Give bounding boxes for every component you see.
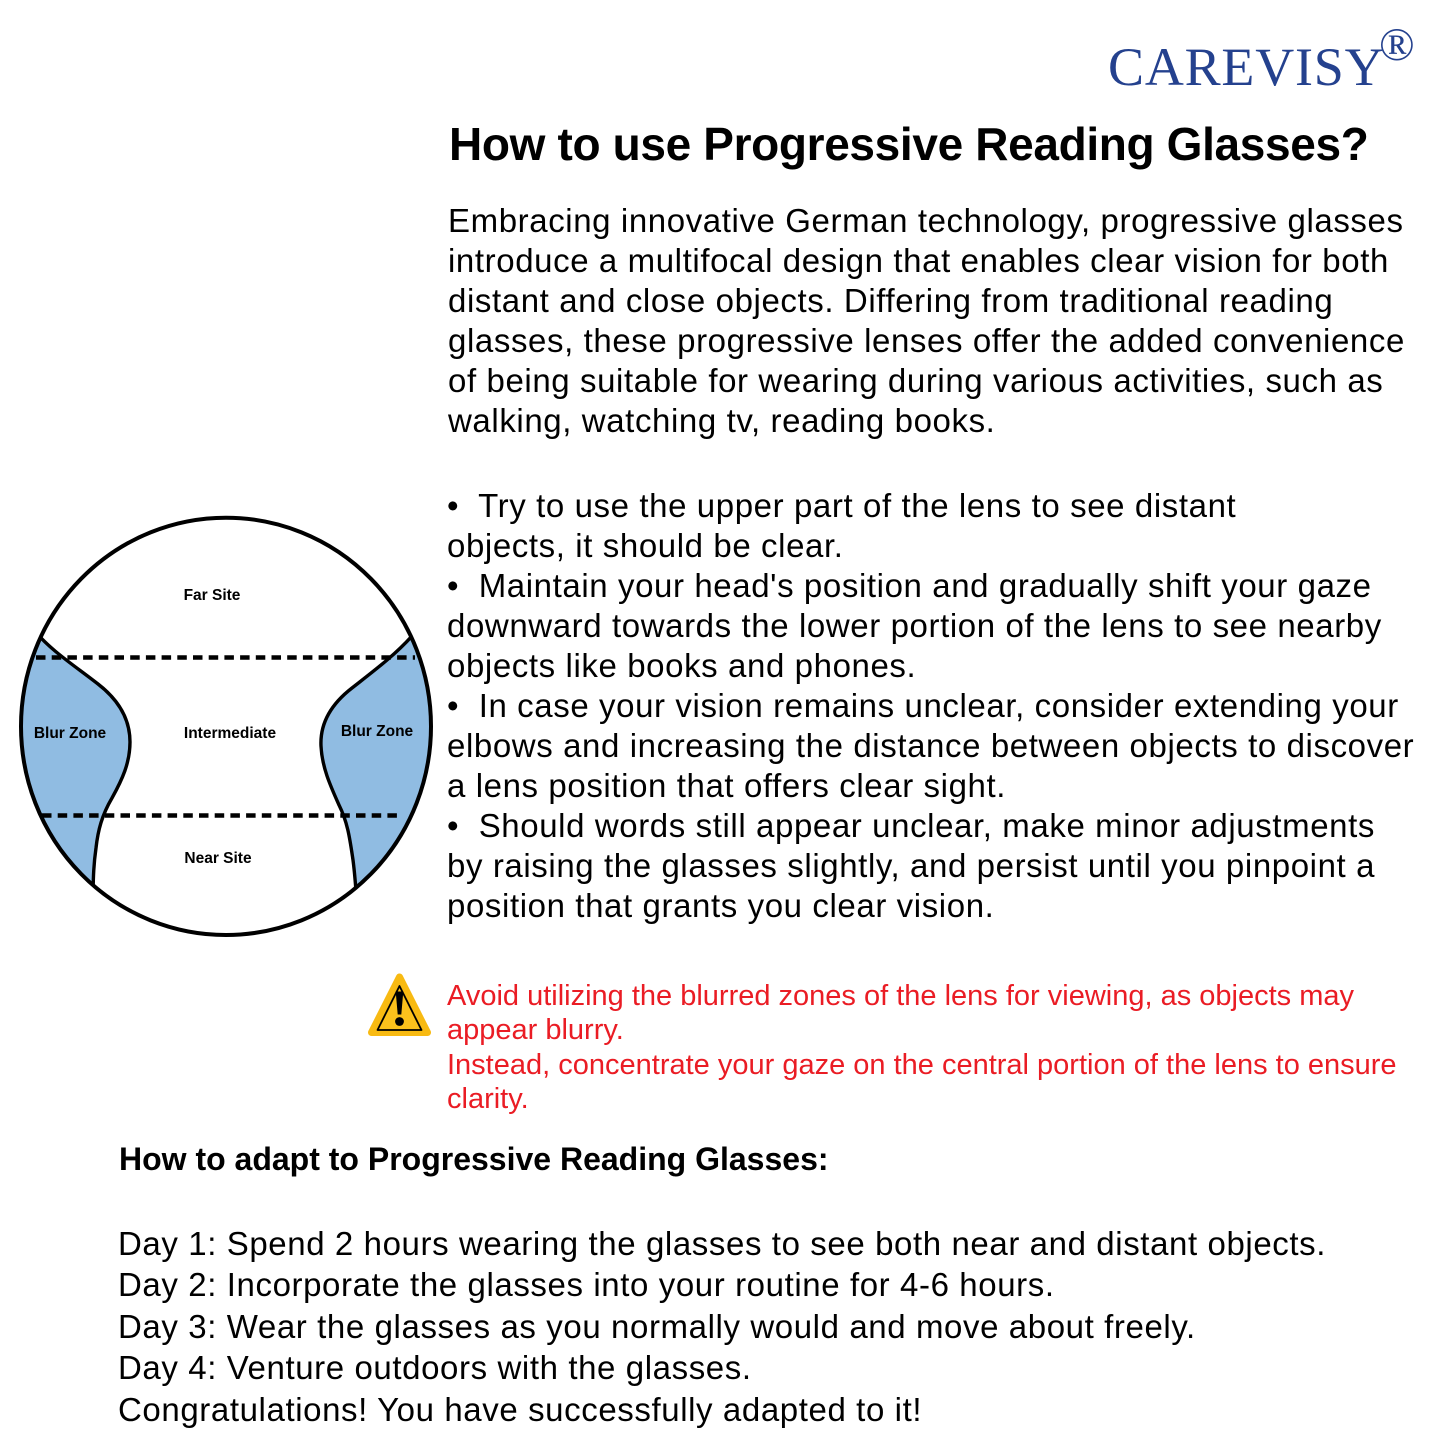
svg-text:Blur Zone: Blur Zone bbox=[341, 723, 414, 740]
svg-text:Blur Zone: Blur Zone bbox=[34, 725, 107, 742]
svg-text:Near Site: Near Site bbox=[184, 850, 252, 867]
svg-text:Far Site: Far Site bbox=[184, 587, 241, 604]
svg-text:Intermediate: Intermediate bbox=[184, 725, 277, 742]
